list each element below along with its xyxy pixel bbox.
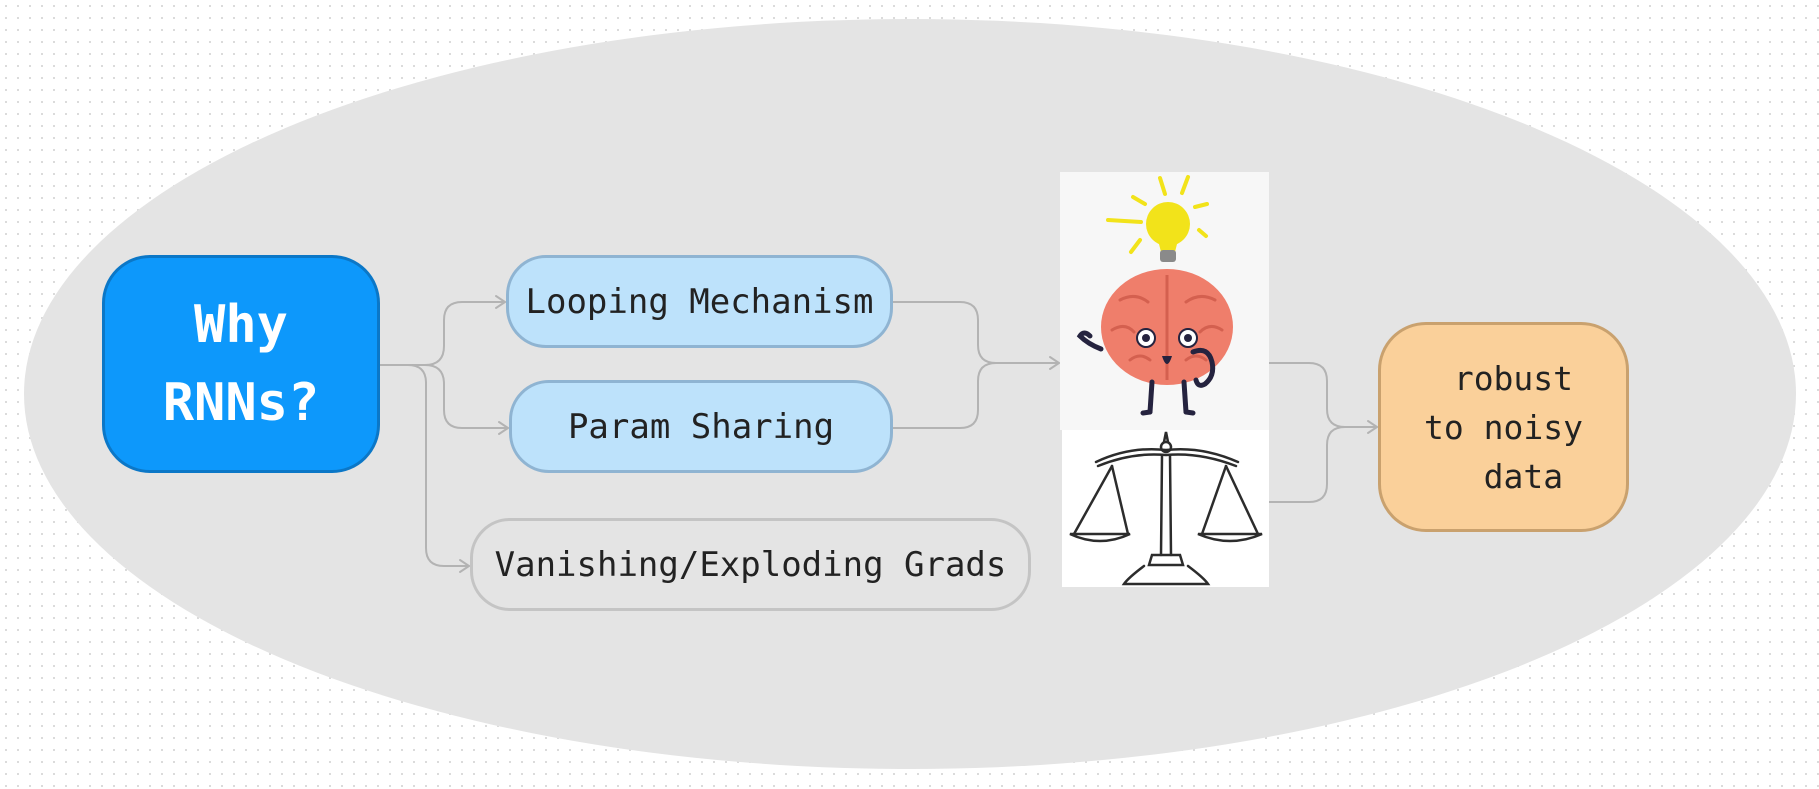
group-ellipse bbox=[24, 19, 1796, 769]
lightbulb-icon bbox=[1106, 175, 1209, 262]
connector-scale-result bbox=[1268, 426, 1346, 503]
connector-root-looping bbox=[379, 301, 506, 366]
arrowhead-brain bbox=[1049, 356, 1060, 370]
arrowhead-result bbox=[1367, 420, 1378, 434]
arrowhead-param bbox=[498, 421, 509, 435]
connectors bbox=[379, 295, 1378, 573]
robust-to-noisy-data-node[interactable]: robust to noisy data bbox=[1378, 322, 1629, 532]
connector-param-brain bbox=[892, 362, 997, 429]
connector-brain-result bbox=[1268, 362, 1378, 428]
vanishing-exploding-grads-node[interactable]: Vanishing/Exploding Grads bbox=[470, 518, 1031, 611]
connector-root-grads bbox=[379, 364, 470, 567]
arrowhead-looping bbox=[495, 295, 506, 309]
scale-panel bbox=[1062, 430, 1269, 587]
arrowhead-grads bbox=[459, 559, 470, 573]
param-sharing-node[interactable]: Param Sharing bbox=[509, 380, 893, 473]
brain-icon bbox=[1076, 269, 1233, 416]
looping-mechanism-node[interactable]: Looping Mechanism bbox=[506, 255, 893, 348]
root-node[interactable]: Why RNNs? bbox=[102, 255, 380, 473]
connector-looping-brain bbox=[892, 301, 1060, 364]
scale-icon bbox=[1069, 431, 1263, 586]
connector-root-param bbox=[379, 364, 509, 429]
